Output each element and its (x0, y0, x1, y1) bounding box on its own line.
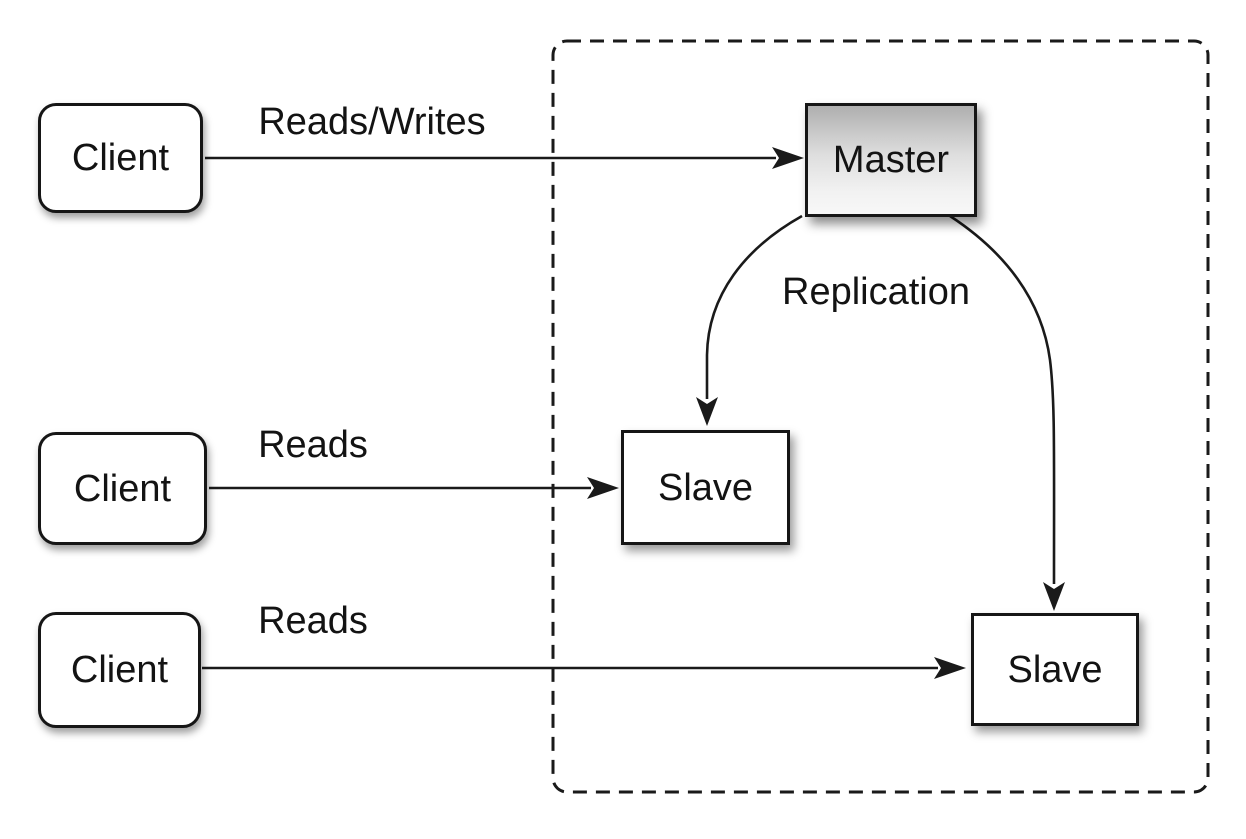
client-label-3: Client (70, 649, 169, 691)
master-node: Master (805, 103, 977, 217)
edge-label-reads-1: Reads (258, 424, 368, 466)
arrowhead-master-slave2 (1043, 582, 1065, 611)
replication-boundary-box (551, 39, 1210, 794)
client-label-2: Client (73, 467, 172, 510)
arrowhead-client2-slave1 (587, 477, 619, 499)
arrowhead-client3-slave2 (934, 657, 966, 679)
edge-label-replication: Replication (782, 271, 970, 313)
client-node-1: Client (38, 103, 203, 213)
replication-curve-master-slave1 (705, 214, 803, 399)
arrowhead-client1-master (772, 147, 804, 169)
replication-curve-master-slave2 (949, 214, 1056, 585)
edge-label-reads-2: Reads (258, 600, 368, 642)
client-node-2: Client (38, 432, 207, 545)
edge-label-reads-writes: Reads/Writes (258, 101, 486, 143)
slave-node-2: Slave (971, 613, 1139, 726)
slave-node-1: Slave (621, 430, 790, 545)
slave-label-1: Slave (657, 466, 754, 509)
client-node-3: Client (38, 612, 201, 728)
client-label-1: Client (71, 137, 170, 179)
slave-label-2: Slave (1007, 648, 1103, 691)
arrowhead-master-slave1 (696, 397, 718, 426)
master-label: Master (832, 139, 950, 181)
